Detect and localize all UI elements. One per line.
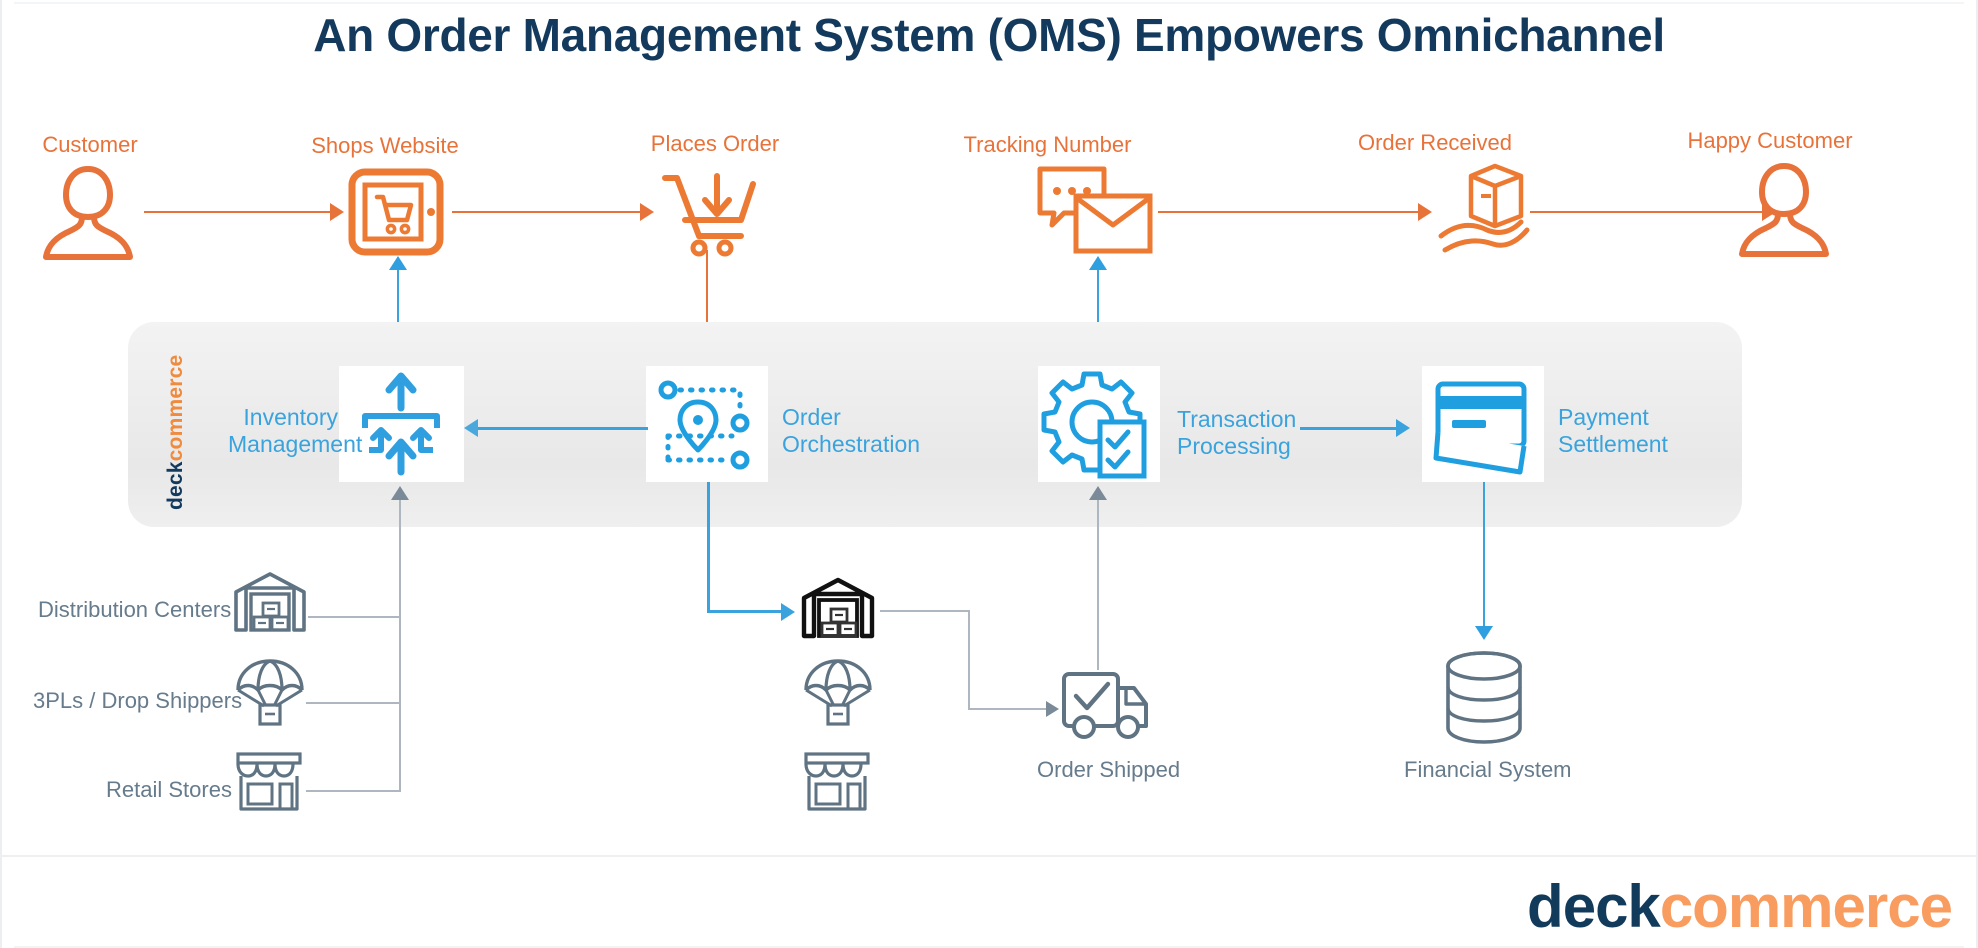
middle-storefront-icon[interactable]	[800, 752, 874, 812]
footer-brand-commerce: commerce	[1659, 873, 1953, 940]
footer-divider	[0, 855, 1978, 857]
connector-warehouse-to-truck-v	[968, 610, 970, 710]
arrow-tracking-to-received-line	[1158, 211, 1426, 213]
footer-brand-logo: deckcommerce	[1527, 872, 1953, 941]
arrow-transaction-to-payment-line	[1300, 427, 1400, 430]
journey-label-tracking-number: Tracking Number	[963, 132, 1132, 157]
payment-settlement-label-line2: Settlement	[1558, 431, 1668, 457]
financial-system-label: Financial System	[1404, 757, 1572, 782]
connector-3pl-to-bus	[306, 702, 400, 704]
connector-warehouse-to-truck-head	[1046, 701, 1059, 717]
parachute-package-icon	[234, 658, 306, 728]
database-cylinder-icon	[1442, 650, 1526, 746]
order-orchestration-label-line2: Orchestration	[782, 431, 921, 457]
journey-label-order-received: Order Received	[1357, 130, 1513, 155]
order-orchestration-tile[interactable]	[646, 366, 768, 482]
journey-label-customer: Customer	[42, 132, 138, 157]
payment-settlement-tile[interactable]	[1422, 366, 1544, 482]
chat-envelope-icon	[1030, 163, 1156, 257]
source-label-retail-stores: Retail Stores	[106, 777, 232, 802]
connector-sources-bus	[399, 500, 401, 792]
payment-settlement-label: Payment Settlement	[1558, 404, 1758, 458]
inventory-management-label-line1: Inventory	[243, 404, 338, 430]
oms-logo-commerce: commerce	[164, 354, 187, 462]
shopping-cart-download-icon	[655, 168, 765, 257]
happy-customer-avatar-icon	[1738, 162, 1830, 258]
oms-logo-deck: deck	[164, 461, 187, 510]
order-orchestration-label: Order Orchestration	[782, 404, 982, 458]
journey-label-happy-customer: Happy Customer	[1687, 128, 1853, 153]
arrow-payment-to-financial-head	[1475, 626, 1493, 640]
arrow-payment-to-financial-line	[1483, 482, 1485, 630]
middle-parachute-package-icon[interactable]	[802, 658, 874, 728]
oms-panel-logo: deckcommerce	[140, 340, 187, 510]
connector-sources-bus-arrow	[391, 486, 409, 500]
arrow-tracking-to-received-head	[1418, 203, 1432, 221]
transaction-processing-label: Transaction Processing	[1177, 406, 1367, 460]
connector-warehouse-to-truck-h2	[968, 708, 1052, 710]
arrow-transaction-to-tracking-line	[1097, 268, 1099, 368]
top-divider	[14, 2, 1964, 4]
arrow-transaction-to-payment-head	[1396, 419, 1410, 437]
arrow-places-order-down-line	[706, 250, 708, 353]
inventory-management-label: Inventory Management	[228, 404, 363, 458]
arrow-inventory-to-website-head	[389, 256, 407, 270]
connector-truck-to-transaction-line	[1097, 500, 1099, 670]
arrow-website-to-order-line	[452, 211, 648, 213]
footer-brand-deck: deck	[1527, 873, 1661, 940]
storefront-icon	[232, 752, 306, 812]
inventory-management-label-line2: Management	[228, 431, 363, 457]
payment-settlement-label-line1: Payment	[1558, 404, 1649, 430]
package-in-hand-icon	[1435, 160, 1545, 258]
arrow-orchestration-to-inventory-head	[464, 419, 478, 437]
order-shipped-label: Order Shipped	[1037, 757, 1181, 782]
arrow-customer-to-website-head	[330, 203, 344, 221]
source-label-distribution-centers: Distribution Centers	[38, 597, 232, 622]
page-title: An Order Management System (OMS) Empower…	[313, 9, 1665, 61]
arrow-orchestration-to-warehouse-h	[707, 610, 785, 613]
order-orchestration-label-line1: Order	[782, 404, 841, 430]
arrow-website-to-order-head	[640, 203, 654, 221]
arrow-received-to-happy-head	[1762, 203, 1776, 221]
journey-label-places-order: Places Order	[650, 131, 780, 156]
transaction-processing-tile[interactable]	[1038, 366, 1160, 482]
footer-bottom-divider	[14, 946, 1964, 948]
arrow-orchestration-to-inventory-line	[478, 427, 648, 430]
tablet-cart-icon	[348, 168, 444, 256]
arrow-inventory-to-website-line	[397, 268, 399, 368]
inventory-management-tile[interactable]	[339, 366, 464, 482]
selected-warehouse-icon[interactable]	[800, 576, 876, 640]
transaction-processing-label-line1: Transaction	[1177, 406, 1297, 432]
customer-avatar-icon	[42, 165, 134, 261]
arrow-orchestration-to-warehouse-head	[781, 603, 795, 621]
delivery-truck-check-icon	[1060, 670, 1152, 742]
journey-label-shops-website: Shops Website	[311, 133, 459, 158]
arrow-customer-to-website-line	[144, 211, 336, 213]
connector-warehouse-to-truck-h1	[880, 610, 969, 612]
transaction-processing-label-line2: Processing	[1177, 433, 1291, 459]
warehouse-icon	[232, 570, 308, 634]
connector-retail-to-bus	[306, 790, 400, 792]
arrow-transaction-to-tracking-head	[1089, 256, 1107, 270]
arrow-received-to-happy-line	[1530, 211, 1770, 213]
connector-truck-to-transaction-head	[1089, 486, 1107, 500]
connector-dc-to-bus	[308, 616, 400, 618]
arrow-orchestration-to-warehouse-v	[707, 482, 710, 612]
source-label-3pls-drop-shippers: 3PLs / Drop Shippers	[33, 688, 243, 713]
